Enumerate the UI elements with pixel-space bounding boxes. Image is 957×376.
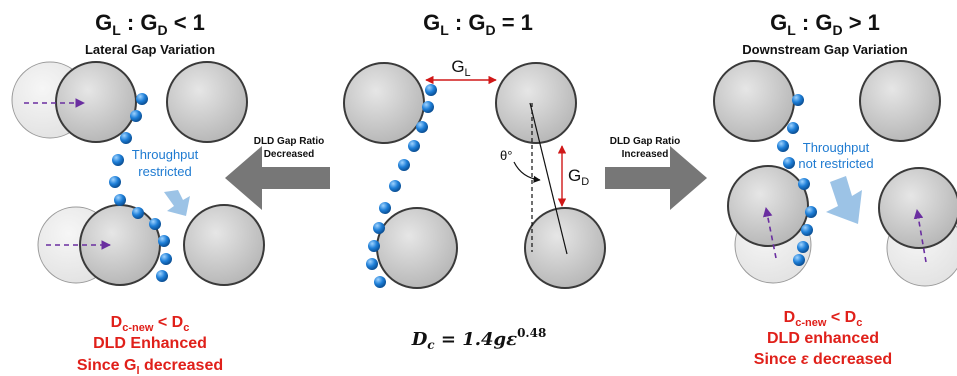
left-note-line2: restricted [138, 164, 191, 179]
particle-stream-left [109, 93, 172, 282]
particle [156, 270, 168, 282]
particle [366, 258, 378, 270]
particle [136, 93, 148, 105]
theta-arc [513, 161, 541, 183]
left-note-line1: Throughput [132, 147, 199, 162]
critical-diameter-formula: Dc = 1.4gε0.48 [411, 326, 547, 352]
particle [792, 94, 804, 106]
particle [374, 276, 386, 288]
particle [160, 253, 172, 265]
particle [783, 157, 795, 169]
particle [805, 206, 817, 218]
particle [379, 202, 391, 214]
gap-ratio-increased-arrow: DLD Gap Ratio Increased [605, 136, 707, 210]
right-note-line2: not restricted [798, 156, 873, 171]
theta-label: θ° [500, 148, 512, 163]
pillar-bottom-right [183, 204, 265, 286]
particle [120, 132, 132, 144]
right-arrow-label-line2: Increased [622, 149, 669, 160]
pillar-center-top-right [495, 62, 577, 144]
pillar-center-top-left [343, 62, 425, 144]
right-result-line3: Since ε decreased [754, 351, 892, 368]
particle [158, 235, 170, 247]
right-result-line2: DLD enhanced [767, 330, 879, 347]
particle [408, 140, 420, 152]
particle [109, 176, 121, 188]
particle [425, 84, 437, 96]
flow-arrow-right [826, 176, 862, 224]
pillar-right-top-left [713, 60, 795, 142]
particle [798, 178, 810, 190]
particle [787, 122, 799, 134]
gl-label: GL [451, 57, 470, 79]
particle [777, 140, 789, 152]
particle [373, 222, 385, 234]
right-panel-subtitle: Downstream Gap Variation [742, 42, 907, 57]
row-shift-line [529, 102, 568, 255]
pillar-top-left [55, 61, 137, 143]
particle [368, 240, 380, 252]
particle [389, 180, 401, 192]
pillar-top-right [166, 61, 248, 143]
pillar-right-bottom-right [878, 167, 957, 249]
gd-label: GD [568, 166, 589, 188]
gap-ratio-decreased-arrow: DLD Gap Ratio Decreased [225, 136, 330, 210]
right-note-line1: Throughput [803, 140, 870, 155]
left-result-line3: Since Gl decreased [77, 357, 223, 376]
center-panel: GL : GD = 1 GL GD θ° [343, 10, 606, 352]
left-arrow-label-line1: DLD Gap Ratio [254, 136, 325, 147]
left-arrow-label-line2: Decreased [264, 149, 315, 160]
left-result-line1: Dc-new < Dc [111, 314, 190, 334]
right-arrow-label-line1: DLD Gap Ratio [610, 136, 681, 147]
left-panel-subtitle: Lateral Gap Variation [85, 42, 215, 57]
pillar-center-bottom-left [376, 207, 458, 289]
particle [416, 121, 428, 133]
particle [422, 101, 434, 113]
big-arrow-right [605, 146, 707, 210]
particle [797, 241, 809, 253]
particle-stream-center [366, 84, 437, 288]
right-panel-title: GL : GD > 1 [770, 10, 880, 38]
flow-arrow-left [164, 190, 190, 216]
pillar-right-top-right [859, 60, 941, 142]
particle [149, 218, 161, 230]
left-result-line2: DLD Enhanced [93, 335, 207, 352]
particle [112, 154, 124, 166]
left-panel-title: GL : GD < 1 [95, 10, 205, 38]
particle [114, 194, 126, 206]
particle [801, 224, 813, 236]
particle [130, 110, 142, 122]
center-panel-title: GL : GD = 1 [423, 10, 533, 38]
particle [398, 159, 410, 171]
right-panel: GL : GD > 1 Downstream Gap Variation Thr… [713, 10, 957, 368]
right-result-line1: Dc-new < Dc [784, 309, 863, 329]
particle [793, 254, 805, 266]
particle [132, 207, 144, 219]
particle-stream-right [777, 94, 817, 266]
big-arrow-left [225, 146, 330, 210]
left-panel: GL : GD < 1 Lateral Gap Variation [11, 10, 265, 376]
pillar-right-bottom-left [727, 165, 809, 247]
